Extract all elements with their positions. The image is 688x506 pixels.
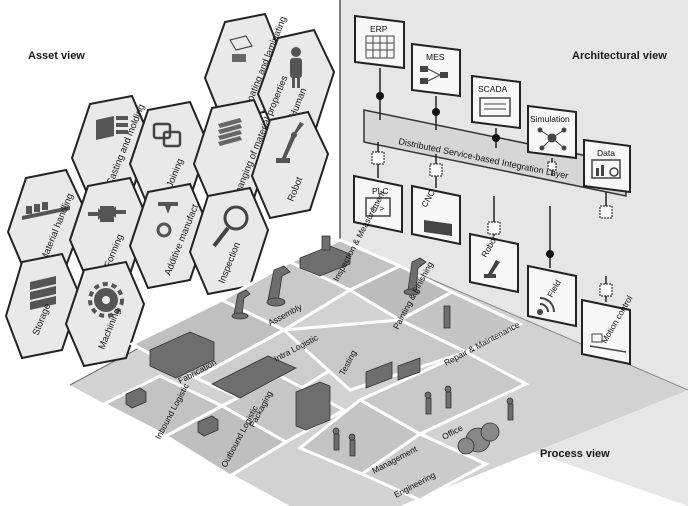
connector-node-mes [432,108,440,116]
flow-icon [420,66,448,84]
bottom-box-field: Field [527,264,577,328]
connector-node-erp [376,92,384,100]
hex-material-handling: Material handling [6,168,88,276]
engineering-cloud [457,422,500,455]
factory-equipment [125,235,514,457]
zone-tile-outbound [163,404,289,478]
asset-honeycomb: Coating and laminating Human Casting and… [4,12,336,368]
conveyor-line [211,355,297,399]
spreadsheet-icon [365,35,395,59]
wireless-signal-icon [537,297,555,315]
connector-node-plc [371,151,385,165]
top-box-label-mes: MES [426,52,445,62]
zone-tile-engineering [358,432,490,502]
hex-human: Human [256,28,336,138]
top-box-scada: SCADA [471,74,521,130]
conveyor-icon [22,202,70,220]
material-properties-icon [218,118,242,146]
bottom-box-cnc: CNC [411,184,461,246]
top-box-label-scada: SCADA [478,84,508,94]
inspection-tower [321,235,331,251]
casting-icon [96,116,128,140]
assembly-robot-base-1 [266,297,286,307]
svg-text:</>: </> [370,204,385,213]
data-chart-icon [591,159,621,179]
plc-icon: </> [365,197,391,217]
robot-arm-small-icon [484,260,500,278]
packaging-station [295,381,331,431]
top-box-data: Data [583,138,631,194]
repair-stand [443,305,451,329]
storage-icon [30,276,56,310]
human-icon [290,47,302,88]
asset-view-title: Asset view [28,50,85,62]
hex-additive: Additive manufact. [128,182,210,290]
assembly-robot-base-2 [231,312,249,320]
management-workers [332,427,356,457]
bottom-box-robot: Robot [469,232,519,294]
testing-monitor [365,361,393,389]
top-box-label-simulation: Simulation [530,114,570,124]
architectural-view-title: Architectural view [572,50,667,62]
top-box-mes: MES [411,42,461,98]
motor-icon [589,333,627,353]
monitor-icon [479,97,511,117]
connector-node-scada [492,134,500,142]
hex-inspection: Inspection [188,186,270,296]
forklift-outbound [197,415,219,437]
top-box-label-erp: ERP [370,24,388,34]
connector-node-simulation [547,161,557,171]
hex-storage: Storage [4,252,82,360]
office-workers [424,385,514,421]
magnifier-icon [212,205,249,248]
joining-icon [152,122,182,148]
top-box-label-data: Data [597,148,615,158]
forming-icon [88,206,126,222]
lathe-machine [149,331,215,379]
network-icon [537,127,567,151]
robot-arm-icon [276,122,304,163]
bottom-box-plc: PLC </> [353,174,403,234]
forklift-inbound [125,387,147,409]
top-box-erp: ERP [354,14,405,70]
architecture-view: Distributed Service-based Integration La… [353,14,634,366]
hex-forming: Forming [68,176,150,284]
process-floor-tiles [100,238,530,502]
coating-icon [229,35,253,62]
connector-node-data [599,205,613,219]
connector-node-motion-control [599,283,613,297]
connector-node-field [546,250,554,258]
hex-joining: Joining [128,100,210,208]
testing-monitor-2 [397,357,421,381]
bottom-box-label-plc: PLC [372,186,389,196]
hex-machining: Machining [64,260,146,368]
gear-icon [88,282,124,318]
connector-node-robot [487,221,501,235]
process-view-title: Process view [540,448,610,460]
painting-robot-base [403,288,421,296]
top-box-simulation: Simulation [527,104,577,160]
cnc-machine-icon [424,220,452,236]
connector-node-cnc [429,163,443,177]
hex-robot: Robot [250,110,330,220]
additive-icon [156,202,178,238]
